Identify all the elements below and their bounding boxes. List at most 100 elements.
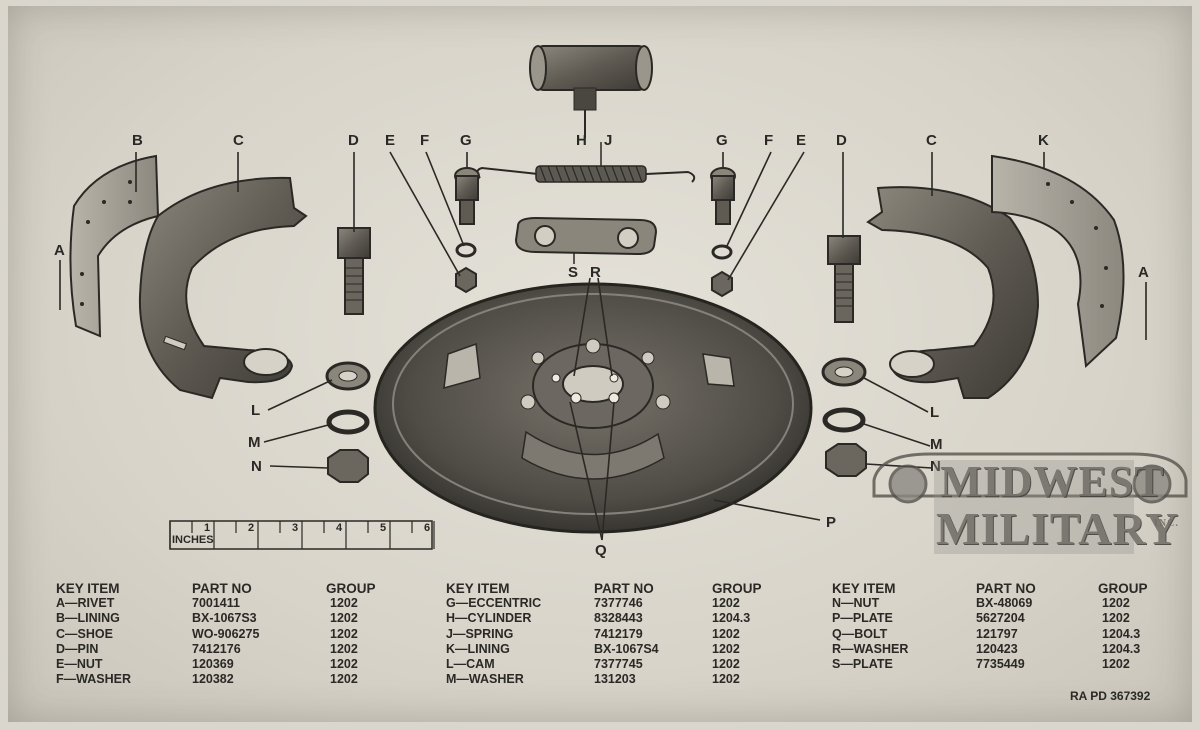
part-no: 120369: [192, 656, 234, 671]
group: 1202: [712, 596, 740, 611]
watermark-line1: MIDWEST: [940, 457, 1165, 506]
callout-q: Q: [595, 542, 607, 559]
anchor-pin-left: [337, 227, 371, 315]
part-no: 7412179: [594, 626, 643, 641]
midwest-military-watermark: MIDWEST MILITARY INC.: [870, 450, 1190, 560]
callout-a-left: A: [54, 242, 65, 259]
part-no: 7412176: [192, 641, 241, 656]
ruler-unit-label: INCHES: [172, 534, 214, 546]
header-part-no: PART NO: [192, 581, 252, 596]
ruler-tick-label: 6: [424, 522, 431, 534]
callout-f-left: F: [420, 132, 430, 149]
callout-n-right: N: [930, 458, 941, 475]
link-plate: [514, 216, 658, 264]
group: 1204.3: [1102, 626, 1141, 641]
header-key-item: KEY ITEM: [446, 581, 510, 596]
callout-g-left: G: [460, 132, 472, 149]
backing-plate: [373, 282, 813, 534]
group: 1202: [1102, 656, 1130, 671]
ruler-tick-label: 2: [248, 522, 255, 534]
brake-shoe-left: [138, 176, 308, 400]
group: 1202: [330, 656, 358, 671]
part-no: 121797: [976, 626, 1018, 641]
callout-p: P: [826, 514, 837, 531]
key-item: K—LINING: [446, 641, 510, 656]
brake-lining-right: [991, 154, 1125, 369]
eccentric-left: [454, 167, 480, 225]
table-row: D—PIN 7412176 1202: [56, 642, 396, 657]
jeep-silhouette-icon: [872, 452, 1188, 554]
callout-k: K: [1038, 132, 1049, 149]
reference-number: RA PD 367392: [1070, 689, 1151, 703]
table-row: E—NUT 120369 1202: [56, 657, 396, 672]
watermark-line2: MILITARY: [936, 503, 1180, 554]
group: 1204.3: [712, 611, 751, 626]
lock-washer-left: [326, 409, 370, 435]
header-group: GROUP: [326, 581, 376, 596]
key-item: E—NUT: [56, 656, 103, 671]
brake-assembly-diagram: [59, 45, 1147, 550]
callout-m-left: M: [248, 434, 261, 451]
callout-g-right: G: [716, 132, 728, 149]
callout-d-right: D: [836, 132, 847, 149]
part-no: WO-906275: [192, 626, 260, 641]
key-item: C—SHOE: [56, 626, 113, 641]
part-no: BX-1067S4: [594, 641, 659, 656]
washer-left-f: [455, 242, 477, 258]
key-item: P—PLATE: [832, 611, 893, 626]
key-item: R—WASHER: [832, 641, 909, 656]
part-no: 120423: [976, 641, 1018, 656]
wheel-cylinder: [529, 45, 653, 138]
ruler-tick-label: 5: [380, 522, 387, 534]
key-item: N—NUT: [832, 596, 880, 611]
watermark-suffix: INC.: [1154, 518, 1179, 529]
callout-n-left: N: [251, 458, 262, 475]
group: 1202: [712, 641, 740, 656]
callout-a-right: A: [1138, 264, 1149, 281]
group: 1202: [330, 641, 358, 656]
part-no: 120382: [192, 672, 234, 687]
anchor-pin-right: [827, 235, 861, 323]
header-key-item: KEY ITEM: [832, 581, 896, 596]
part-no: 8328443: [594, 611, 643, 626]
ruler-tick-label: 4: [336, 522, 343, 534]
part-no: 131203: [594, 672, 636, 687]
header-part-no: PART NO: [594, 581, 654, 596]
brake-shoe-right: [866, 186, 1040, 399]
inch-ruler: [169, 520, 435, 550]
eccentric-right: [710, 167, 736, 225]
callout-r: R: [590, 264, 601, 281]
group: 1202: [1102, 611, 1130, 626]
washer-right-f: [711, 244, 733, 260]
callout-l-right: L: [930, 404, 940, 421]
key-item: L—CAM: [446, 656, 495, 671]
key-item: M—WASHER: [446, 672, 524, 687]
key-item: D—PIN: [56, 641, 99, 656]
group: 1202: [712, 626, 740, 641]
brake-lining-left: [69, 154, 160, 338]
callout-e-left: E: [385, 132, 396, 149]
nut-left-e: [455, 266, 477, 294]
header-key-item: KEY ITEM: [56, 581, 120, 596]
part-no: BX-1067S3: [192, 611, 257, 626]
key-item: B—LINING: [56, 611, 120, 626]
group: 1202: [330, 596, 358, 611]
key-item: H—CYLINDER: [446, 611, 532, 626]
group: 1202: [330, 672, 358, 687]
callout-l-left: L: [251, 402, 261, 419]
part-no: BX-48069: [976, 596, 1033, 611]
header-group: GROUP: [712, 581, 762, 596]
header-group: GROUP: [1098, 581, 1148, 596]
ruler-tick-label: 3: [292, 522, 299, 534]
group: 1204.3: [1102, 641, 1141, 656]
